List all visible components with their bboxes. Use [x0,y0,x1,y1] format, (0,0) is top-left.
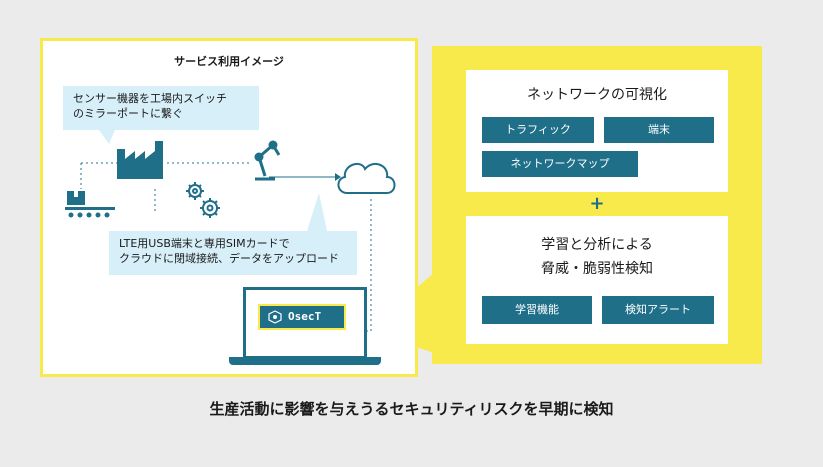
factory-diagram [65,130,396,332]
callout-line: LTE用USB端末と専用SIMカードで [119,237,290,250]
osect-logo-icon [268,310,282,324]
product-name: OsecT [288,310,322,323]
panel-title: サービス利用イメージ [174,55,284,68]
callout-sensor: センサー機器を工場内スイッチ のミラーポートに繋ぐ [63,86,259,130]
detection-heading-line: 脅威・脆弱性検知 [541,261,653,277]
features-panel: ネットワークの可視化 トラフィック 端末 ネットワークマップ + 学習と分析によ… [432,46,762,364]
conveyor-icon [65,191,115,218]
laptop-base [229,357,381,365]
callout-connection: LTE用USB端末と専用SIMカードで クラウドに閉域接続、データをアップロード [109,231,357,275]
callout-line: のミラーポートに繋ぐ [73,107,183,120]
detection-box: 学習と分析による 脅威・脆弱性検知 学習機能 検知アラート [466,216,728,344]
callout-line: クラウドに閉域接続、データをアップロード [119,252,339,265]
plus-sign: + [589,193,605,214]
factory-icon [117,141,163,179]
robot-arm-icon [254,140,281,181]
tag-device: 端末 [604,117,714,143]
caption: 生産活動に影響を与えうるセキュリティリスクを早期に検知 [209,400,614,418]
gear-icon [186,182,220,218]
product-badge: OsecT [258,304,346,330]
visualization-box: ネットワークの可視化 トラフィック 端末 ネットワークマップ [466,70,728,192]
callout-line: センサー機器を工場内スイッチ [73,92,227,105]
visualization-heading: ネットワークの可視化 [527,87,667,103]
cloud-icon [337,162,396,194]
tag-traffic: トラフィック [482,117,594,143]
detection-heading-line: 学習と分析による [541,237,653,253]
tag-learning: 学習機能 [482,296,592,324]
tag-detection-alert: 検知アラート [602,296,714,324]
tag-network-map: ネットワークマップ [482,151,638,177]
service-usage-panel: サービス利用イメージ センサー機器を工場内スイッチ のミラーポートに繋ぐ [40,38,418,377]
